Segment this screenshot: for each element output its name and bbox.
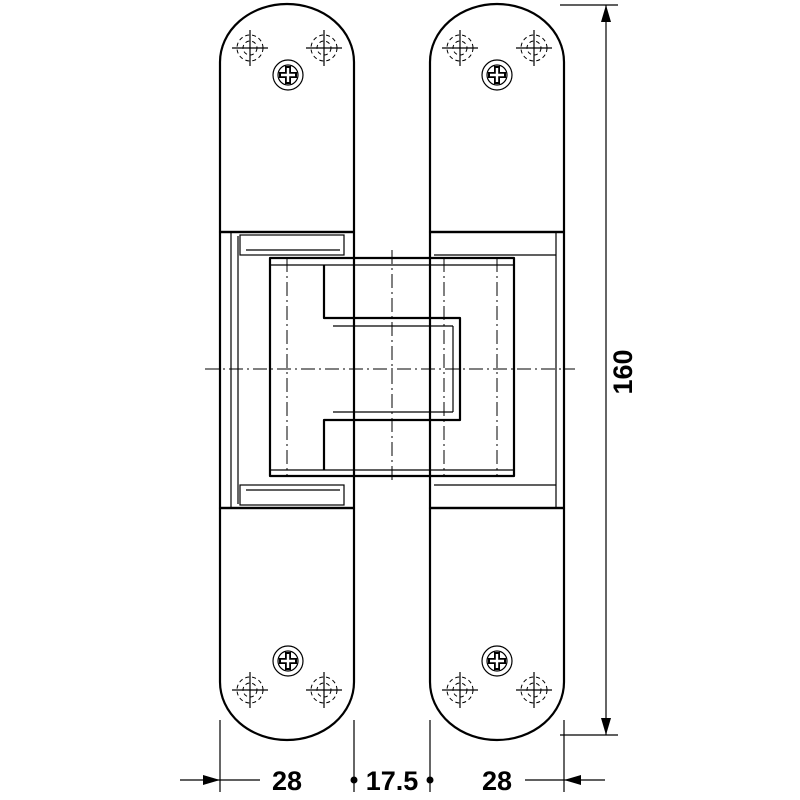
counterbore-hole-icon: [305, 29, 343, 67]
counterbore-hole-icon: [231, 671, 269, 709]
hinge-mechanism: [268, 250, 516, 484]
bottom-right-leaf: [428, 506, 566, 742]
screw-head-icon: [272, 645, 304, 677]
screw-head-icon: [481, 59, 513, 91]
hinge-body-right: [428, 230, 566, 510]
top-right-leaf: [428, 2, 566, 234]
counterbore-hole-icon: [305, 671, 343, 709]
counterbore-hole-icon: [515, 29, 553, 67]
counterbore-hole-icon: [515, 671, 553, 709]
hinge-body-left: [218, 230, 356, 510]
gap-width-label: 17.5: [366, 766, 419, 796]
left-leaf-width-label: 28: [272, 766, 302, 796]
bottom-left-leaf: [218, 506, 356, 742]
counterbore-hole-icon: [441, 671, 479, 709]
top-left-leaf: [218, 2, 356, 234]
screw-head-icon: [481, 645, 513, 677]
counterbore-hole-icon: [441, 29, 479, 67]
screw-head-icon: [272, 59, 304, 91]
height-dimension-label: 160: [608, 349, 638, 394]
height-dimension: 160: [560, 4, 638, 736]
width-dimensions: 28 17.5 28: [180, 720, 605, 796]
right-leaf-width-label: 28: [482, 766, 512, 796]
counterbore-hole-icon: [231, 29, 269, 67]
